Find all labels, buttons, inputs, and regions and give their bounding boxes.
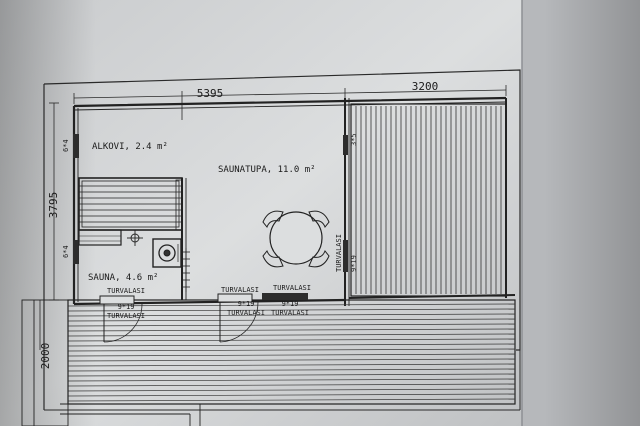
plank-line (67, 363, 516, 367)
drawing-frame (43, 69, 521, 411)
plank-line (67, 353, 516, 357)
door-1-bottom-label: TURVALASI (107, 312, 145, 320)
room-label-alkovi: ALKOVI, 2.4 m² (92, 142, 168, 152)
wall-mark-upper-left: 6*4 (62, 139, 70, 152)
plank-line (67, 383, 516, 387)
dining-table (269, 211, 323, 265)
glass-panel-marker (262, 293, 308, 300)
entrance-steps (21, 299, 201, 426)
ceiling-light-icon (127, 230, 143, 246)
plank-line (67, 313, 516, 317)
sauna-benches (78, 177, 183, 246)
door-3-top-label: TURVALASI (273, 284, 311, 292)
room-label-sauna: SAUNA, 4.6 m² (88, 273, 158, 283)
door-3-code: 9*19 (282, 300, 299, 308)
window-marker-lower-left (73, 240, 79, 264)
wall-mark-lower-left: 6*4 (62, 245, 70, 258)
plank-line (67, 378, 516, 382)
door-2-code: 9*19 (238, 300, 255, 308)
door-1-code: 9*19 (118, 303, 135, 311)
door-sauna (99, 295, 143, 343)
door-2-bottom-label: TURVALASI (227, 309, 265, 317)
sauna-glass-partition (182, 248, 190, 292)
door-2-top-label: TURVALASI (221, 286, 259, 294)
plank-line (67, 323, 516, 327)
door-1-top-label: TURVALASI (107, 287, 145, 295)
plank-line (67, 303, 516, 307)
plank-line (67, 398, 516, 402)
plank-line (67, 348, 516, 352)
dimension-left: 3795 (47, 192, 60, 219)
wall-mark-middle-lower: 9*19 (350, 255, 358, 272)
dimension-top-right: 3200 (412, 80, 439, 93)
dimension-terrace: 2000 (39, 343, 52, 370)
plank-line (67, 328, 516, 332)
plank-line (67, 393, 516, 397)
plank-line (67, 358, 516, 362)
covered-terrace-ribs (355, 106, 502, 294)
side-glass-label: TURVALASI (335, 234, 343, 272)
plank-line (67, 308, 516, 312)
door-saunatupa (217, 293, 259, 343)
plank-line (67, 338, 516, 342)
window-marker-upper-left (73, 134, 79, 158)
window-marker-middle-upper (343, 135, 348, 155)
plank-line (67, 333, 516, 337)
door-3-bottom-label: TURVALASI (271, 309, 309, 317)
window-marker-middle-lower (343, 240, 348, 272)
plank-line (67, 368, 516, 372)
plank-line (67, 388, 516, 392)
covered-terrace-area (350, 103, 507, 297)
plank-line (67, 343, 516, 347)
dimension-top-left: 5395 (197, 87, 224, 100)
deck-planks (67, 303, 516, 402)
sauna-stove (152, 238, 182, 268)
plank-line (67, 318, 516, 322)
chairs (262, 210, 330, 268)
plank-line (67, 373, 516, 377)
wall-mark-middle-upper: 3*5 (350, 133, 358, 146)
room-label-saunatupa: SAUNATUPA, 11.0 m² (218, 165, 316, 175)
